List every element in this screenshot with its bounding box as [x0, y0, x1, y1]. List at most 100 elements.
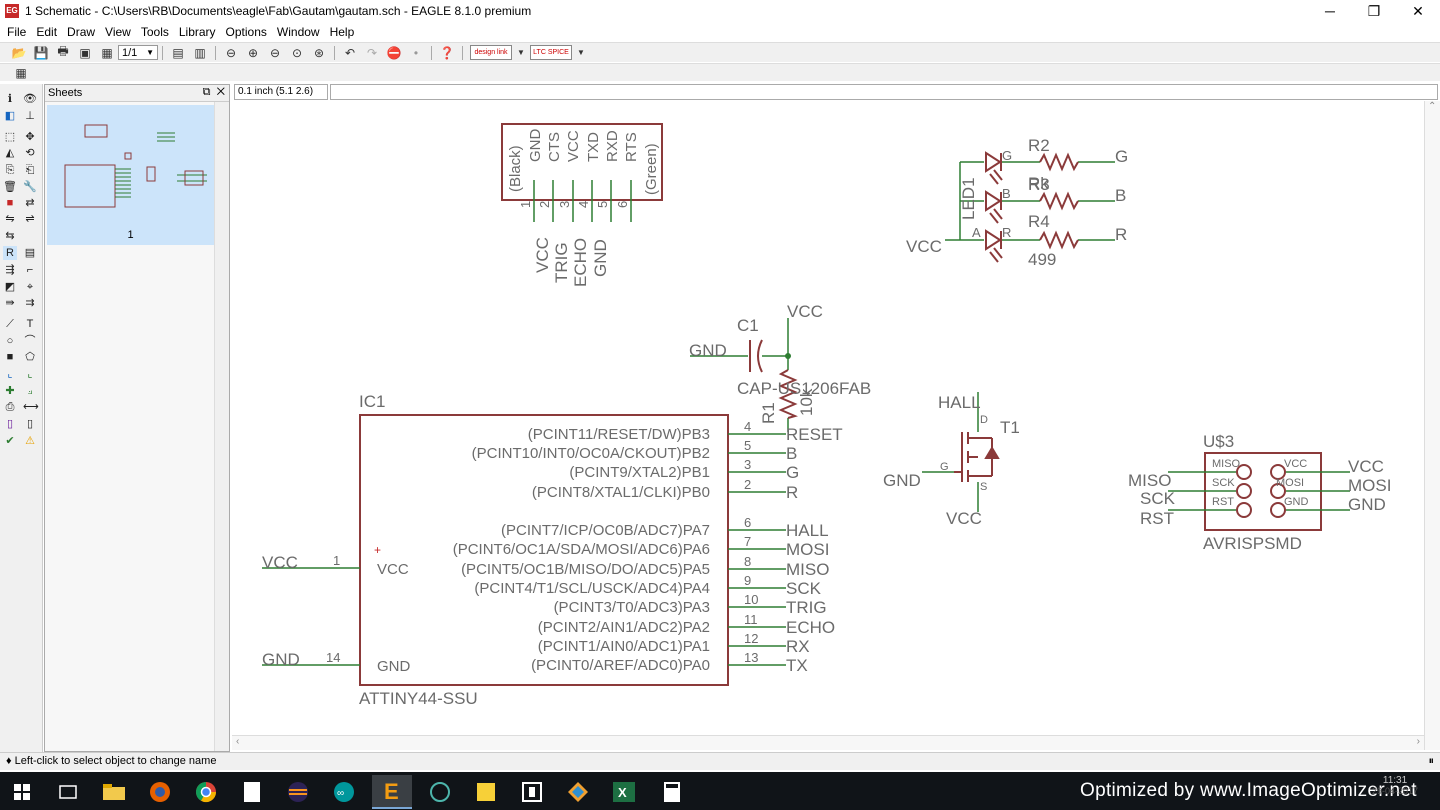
polygon-icon[interactable]: ⬠ — [25, 351, 35, 363]
menu-options[interactable]: Options — [225, 25, 267, 39]
chrome-icon[interactable] — [186, 775, 226, 809]
replace-icon[interactable]: ⇄ — [25, 197, 35, 209]
menu-view[interactable]: View — [105, 25, 131, 39]
app-square-icon[interactable] — [512, 775, 552, 809]
label-icon[interactable]: ⟓ — [27, 385, 33, 397]
layer-icon[interactable]: ◧ — [4, 110, 16, 122]
pin-swap-icon[interactable]: ⇌ — [25, 213, 35, 225]
net-draw-icon[interactable]: ⌞ — [27, 368, 33, 380]
ftdi-header[interactable]: (Black) GND CTS VCC TXD RXD RTS (Green) … — [501, 123, 663, 287]
cam-icon[interactable]: ▣ — [79, 45, 91, 60]
zoom-out-icon[interactable]: ⊖ — [269, 45, 281, 60]
eagle-taskbar-icon[interactable]: E — [372, 775, 412, 809]
avrisp-header[interactable]: U$3 AVRISPSMD MISO SCK RST VCC MOSI GND … — [1128, 432, 1391, 553]
net-icon[interactable]: ⇉ — [25, 297, 35, 309]
menu-draw[interactable]: Draw — [67, 25, 96, 39]
warning-icon[interactable]: ⚠ — [25, 435, 35, 447]
app-circle-icon[interactable] — [420, 775, 460, 809]
sticky-notes-icon[interactable] — [466, 775, 506, 809]
sheet-select[interactable]: 1/1▼ — [118, 45, 158, 60]
name-icon[interactable]: R — [3, 246, 17, 260]
minimize-button[interactable]: ─ — [1325, 3, 1335, 19]
circle-icon[interactable]: ○ — [6, 335, 14, 347]
close-icon[interactable]: ✕ — [216, 86, 225, 98]
module-icon[interactable]: ▯ — [26, 418, 34, 430]
float-icon[interactable]: ⧉ — [202, 86, 211, 98]
zoom-in-icon[interactable]: ⊕ — [247, 45, 259, 60]
rotate-icon[interactable]: ⟲ — [25, 147, 35, 159]
document-icon[interactable] — [232, 775, 272, 809]
eclipse-icon[interactable] — [278, 775, 318, 809]
menu-library[interactable]: Library — [178, 25, 216, 39]
open-icon[interactable]: 📂 — [11, 45, 27, 60]
bus-icon[interactable]: ⇛ — [5, 297, 15, 309]
sheets-scrollbar[interactable] — [214, 102, 229, 751]
close-button[interactable]: ✕ — [1412, 3, 1424, 19]
undo-icon[interactable]: ↶ — [344, 45, 356, 60]
group-icon[interactable]: ⬚ — [4, 131, 16, 143]
task-view-icon[interactable] — [48, 775, 88, 809]
help-icon[interactable]: ❓ — [439, 45, 455, 60]
mirror-icon[interactable]: ◭ — [5, 147, 15, 159]
menu-window[interactable]: Window — [276, 25, 320, 39]
file-explorer-icon[interactable] — [94, 775, 134, 809]
add-icon[interactable]: ■ — [6, 197, 14, 209]
save-icon[interactable]: 💾 — [33, 45, 49, 60]
wrench-icon[interactable]: 🔧 — [23, 181, 37, 193]
chevron-down-icon[interactable]: ▼ — [577, 48, 585, 57]
arduino-icon[interactable]: ∞ — [324, 775, 364, 809]
ulp-icon[interactable]: ▥ — [194, 45, 206, 60]
stop-indicator-icon[interactable]: ⏸ — [1428, 755, 1435, 767]
erc-icon[interactable]: ✔ — [5, 435, 15, 447]
arc-icon[interactable]: ⌒ — [24, 335, 36, 347]
board-switch-icon[interactable]: ▦ — [101, 45, 113, 60]
print-icon[interactable]: 🖶 — [57, 44, 69, 58]
schematic-canvas[interactable]: .sym { fill: none; stroke: #8b3a3a; stro… — [232, 101, 1424, 735]
menu-tools[interactable]: Tools — [140, 25, 169, 39]
copy-icon[interactable]: ⎘ — [5, 164, 15, 176]
firefox-icon[interactable] — [140, 775, 180, 809]
script-icon[interactable]: ▤ — [172, 45, 184, 60]
system-clock[interactable]: 11:31 29-04-2017 — [1372, 775, 1419, 796]
smash-icon[interactable]: ⇶ — [5, 264, 15, 276]
split-icon[interactable]: ◩ — [4, 281, 16, 293]
sheet-thumbnail[interactable] — [47, 105, 214, 245]
rgb-led[interactable]: LED1 G B R A R2 Rk R3 R4 499 G B R VCC — [906, 136, 1128, 269]
rect-icon[interactable]: ■ — [6, 351, 14, 363]
maximize-button[interactable]: ❐ — [1367, 3, 1381, 19]
frame-icon[interactable]: ▯ — [6, 418, 14, 430]
excel-icon[interactable]: X — [604, 775, 644, 809]
ltspice-logo[interactable]: LTC SPICE — [530, 45, 572, 60]
menu-help[interactable]: Help — [329, 25, 355, 39]
text-icon[interactable]: T — [26, 318, 34, 330]
bus-draw-icon[interactable]: ⌞ — [7, 368, 13, 380]
capacitor-c1[interactable]: C1 CAP-US1206FAB GND VCC R1 10k — [689, 302, 871, 432]
calculator-icon[interactable] — [652, 775, 692, 809]
paste-icon[interactable]: ⎗ — [25, 164, 35, 176]
chevron-down-icon[interactable]: ▼ — [517, 48, 525, 57]
invoke-icon[interactable]: ⇆ — [5, 230, 15, 242]
dimension-icon[interactable]: ⟷ — [23, 401, 39, 413]
gate-swap-icon[interactable]: ⇋ — [5, 213, 15, 225]
attribute-icon[interactable]: ⎙ — [5, 401, 15, 413]
redo-icon[interactable]: ↷ — [366, 45, 378, 60]
mark-icon[interactable]: ⊥ — [25, 110, 35, 122]
vertical-scrollbar[interactable]: ⌃ — [1424, 101, 1440, 750]
grid-icon[interactable]: ▦ — [15, 65, 27, 80]
hall-sensor-t1[interactable]: HALL T1 GND VCC G D S — [883, 392, 1020, 528]
optimize-icon[interactable]: ⌖ — [26, 281, 34, 293]
wire-icon[interactable]: ⟋ — [6, 318, 14, 330]
zoom-select-icon[interactable]: ⊛ — [313, 45, 325, 60]
zoom-fit-icon[interactable]: ⊖ — [225, 45, 237, 60]
move-icon[interactable]: ✥ — [25, 131, 35, 143]
command-line-input[interactable] — [330, 84, 1438, 100]
design-link-logo[interactable]: design link — [470, 45, 512, 60]
junction-icon[interactable]: ✚ — [5, 385, 15, 397]
zoom-redraw-icon[interactable]: ⊙ — [291, 45, 303, 60]
stop-icon[interactable]: ⛔ — [386, 45, 402, 60]
windows-start-icon[interactable] — [2, 775, 42, 809]
value-icon[interactable]: ▤ — [24, 247, 36, 259]
horizontal-scrollbar[interactable]: ‹ › — [232, 735, 1424, 750]
info-icon[interactable]: ℹ — [7, 93, 13, 105]
